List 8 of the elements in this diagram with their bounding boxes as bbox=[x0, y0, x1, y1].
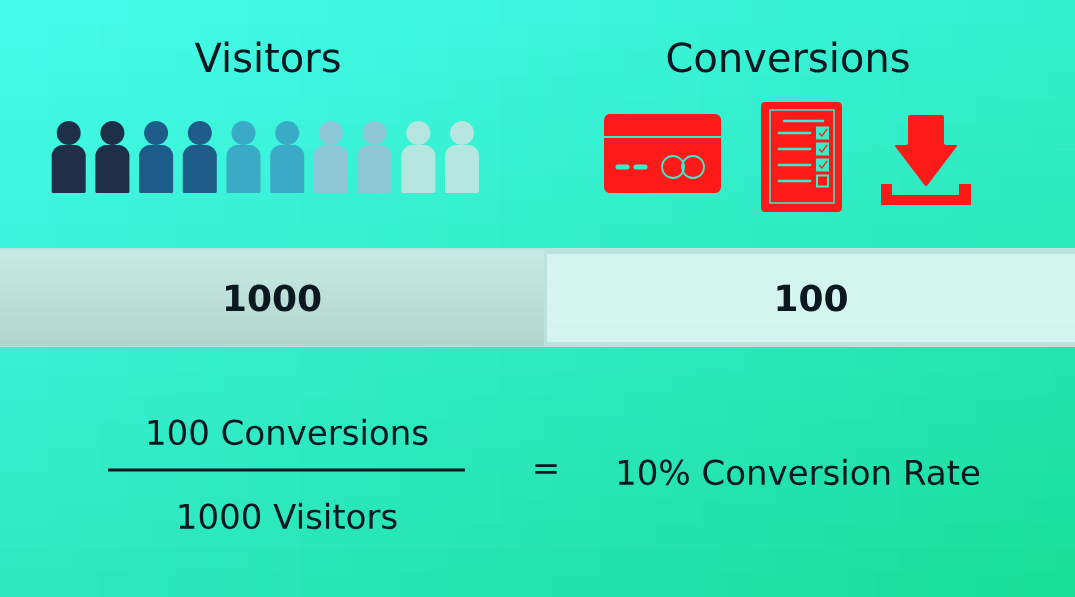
fraction-numerator: 100 Conversions bbox=[148, 418, 428, 446]
column-heading: Visitors bbox=[194, 41, 340, 73]
column-heading: Conversions bbox=[667, 41, 909, 73]
node-label: 1000 bbox=[225, 284, 321, 312]
fraction-denominator: 1000 Visitors bbox=[179, 502, 397, 530]
node-label: 100 bbox=[777, 284, 847, 312]
result-text: 10% Conversion Rate bbox=[618, 458, 980, 486]
equals-sign: = bbox=[535, 464, 557, 474]
